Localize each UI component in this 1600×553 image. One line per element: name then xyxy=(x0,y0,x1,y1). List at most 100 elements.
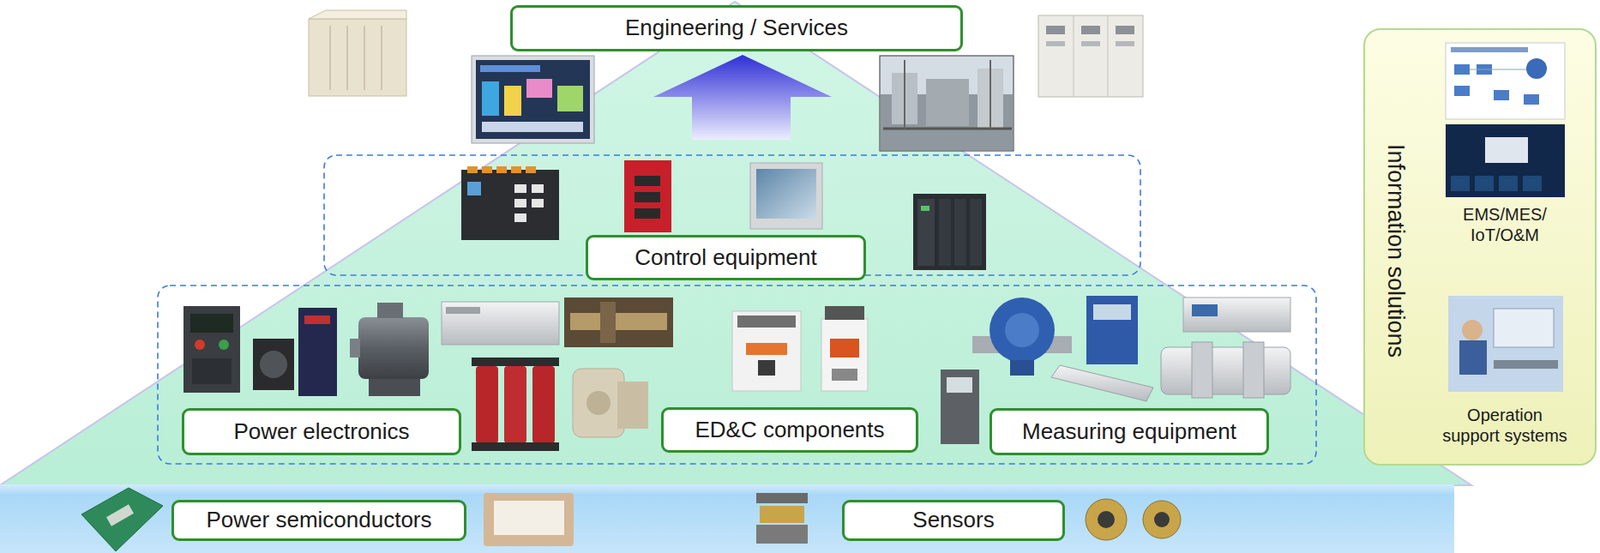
sensor-cylinder-part xyxy=(1243,342,1264,398)
traction-apparatus-part xyxy=(586,390,611,416)
dashboard-image xyxy=(1445,124,1565,198)
circuit-breaker-part xyxy=(732,311,801,391)
switchgear-cabinet-part xyxy=(1038,15,1143,97)
flowmeter-part xyxy=(1004,312,1040,348)
network-switch-part xyxy=(531,184,544,193)
gas-analyzer-part xyxy=(1183,297,1291,332)
traction-apparatus-part xyxy=(572,368,625,438)
power-supply xyxy=(441,301,560,345)
power-module-part xyxy=(483,493,574,547)
motor xyxy=(349,302,429,397)
to-can-sensor-part xyxy=(1085,499,1127,541)
image-caption: EMS/MES/ IoT/O&M xyxy=(1453,204,1557,246)
plc-rack-part xyxy=(917,198,935,266)
transformer-cabinet-part xyxy=(346,25,349,91)
network-switch-part xyxy=(514,198,527,208)
dashboard-image-part xyxy=(1450,175,1470,192)
hmi-panel-part xyxy=(750,162,823,229)
transformer-cabinet xyxy=(308,10,407,97)
network-switch-part xyxy=(481,166,493,174)
plc-rack-part xyxy=(920,205,930,211)
dashboard-image-part xyxy=(1474,175,1494,192)
grey-instrument-part xyxy=(946,377,973,393)
servo-system-part xyxy=(252,338,295,391)
equipment-photo xyxy=(564,297,674,348)
substation-photo-part xyxy=(903,60,906,129)
transformer-cabinet-part xyxy=(363,25,366,91)
red-controller-part xyxy=(634,208,661,219)
inverter xyxy=(183,306,241,393)
switchgear-cabinet-part xyxy=(1046,41,1065,47)
category-label: Sensors xyxy=(912,507,994,534)
network-switch-part xyxy=(525,166,536,174)
system-diagram-image-part xyxy=(1450,47,1528,53)
plc-rack-part xyxy=(913,193,987,271)
scada-screen xyxy=(471,55,595,144)
motor-part xyxy=(377,302,404,319)
operator-image-part xyxy=(1493,308,1554,348)
power-module-part xyxy=(493,500,565,536)
servo-system-part xyxy=(304,315,331,325)
gas-analyzer xyxy=(1183,297,1291,332)
igbt-module xyxy=(81,487,163,552)
igbt-module-part xyxy=(106,504,134,526)
transformer-cabinet-part xyxy=(380,25,383,91)
servo-system-part xyxy=(298,307,337,397)
hmi-panel xyxy=(750,162,823,229)
cast-resin-transformer-part xyxy=(504,366,527,444)
dashboard-image-part xyxy=(1498,175,1518,192)
plc-rack-part xyxy=(954,198,967,266)
network-switch-part xyxy=(496,166,507,174)
substation-photo-part xyxy=(989,60,992,129)
red-controller xyxy=(624,160,672,233)
power-supply-part xyxy=(445,306,481,314)
contactor-part xyxy=(831,368,858,381)
cast-resin-transformer-part xyxy=(475,366,499,444)
system-diagram-image-part xyxy=(1454,64,1470,75)
transmitter-box-part xyxy=(1093,304,1131,320)
category-label-box: Control equipment xyxy=(585,234,867,281)
motor-part xyxy=(358,317,429,379)
scada-screen-part xyxy=(481,81,500,116)
probe-tube-part xyxy=(1051,365,1154,402)
switchgear-cabinet-part xyxy=(1046,25,1065,35)
inverter-part xyxy=(190,313,234,333)
dashboard-image-part xyxy=(1445,124,1565,198)
switchgear-cabinet-part xyxy=(1081,25,1101,35)
contactor xyxy=(821,306,868,391)
inverter-part xyxy=(192,358,232,385)
scada-screen-part xyxy=(480,65,541,73)
operator-image xyxy=(1448,295,1564,392)
category-label: ED&C components xyxy=(694,417,885,444)
motor-part xyxy=(349,338,361,358)
flowmeter-part xyxy=(1010,360,1035,376)
operator-image-part xyxy=(1493,360,1558,369)
inverter-part xyxy=(194,339,205,350)
scada-screen-part xyxy=(526,78,553,98)
network-switch xyxy=(461,166,560,241)
flowmeter-part xyxy=(989,297,1055,363)
substation-photo xyxy=(879,55,1014,151)
system-diagram-image-part xyxy=(1526,58,1547,79)
plc-rack-part xyxy=(938,198,951,266)
scada-screen-part xyxy=(557,85,584,112)
network-switch-part xyxy=(467,166,478,174)
network-switch-part xyxy=(511,166,522,174)
circuit-breaker xyxy=(732,311,801,391)
dashed-group xyxy=(324,155,1141,276)
category-label: Power electronics xyxy=(233,419,410,446)
to-can-sensor-part xyxy=(1154,511,1170,528)
solutions-panel: Information solutionsEMS/MES/ IoT/O&MOpe… xyxy=(1363,28,1597,466)
servo-system xyxy=(252,307,337,397)
servo-system-part xyxy=(259,350,288,379)
contactor-part xyxy=(824,306,865,320)
equipment-photo-part xyxy=(600,301,616,343)
to-can-sensor xyxy=(1085,499,1181,541)
image-caption: Operation support systems xyxy=(1439,404,1570,446)
system-diagram-image-part xyxy=(1493,90,1510,101)
network-switch-part xyxy=(467,181,482,196)
system-diagram-image-part xyxy=(1469,69,1527,71)
transformer-cabinet-part xyxy=(329,25,331,91)
hmi-panel-part xyxy=(756,168,817,219)
traction-apparatus xyxy=(572,368,649,438)
